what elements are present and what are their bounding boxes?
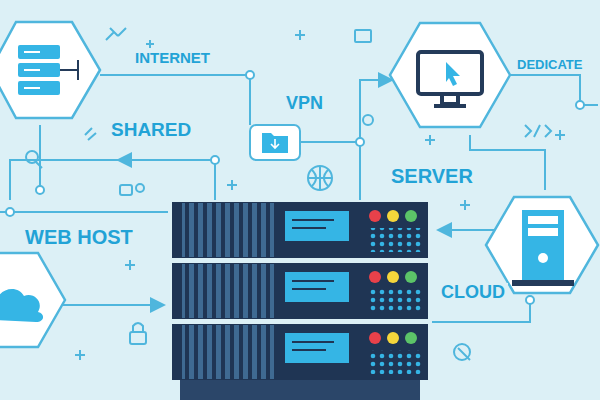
- section-label: VPN: [283, 94, 326, 114]
- server-rack: [172, 202, 428, 400]
- section-label: SHARED: [108, 120, 194, 141]
- network-lines: [0, 75, 598, 322]
- section-label: INTERNET: [132, 50, 213, 67]
- cloud-icon: [0, 289, 43, 322]
- server-stack-icon: [18, 45, 78, 95]
- small-symbols: [26, 28, 565, 360]
- hexagon-frames: [0, 22, 598, 347]
- vpn-folder-icon: [250, 125, 300, 160]
- monitor-icon: [418, 52, 482, 106]
- section-label: DEDICATE: [514, 58, 585, 72]
- tower-server-icon: [512, 210, 574, 286]
- section-label: WEB HOST: [22, 226, 136, 248]
- section-label: SERVER: [388, 165, 476, 187]
- section-label: CLOUD: [438, 283, 508, 303]
